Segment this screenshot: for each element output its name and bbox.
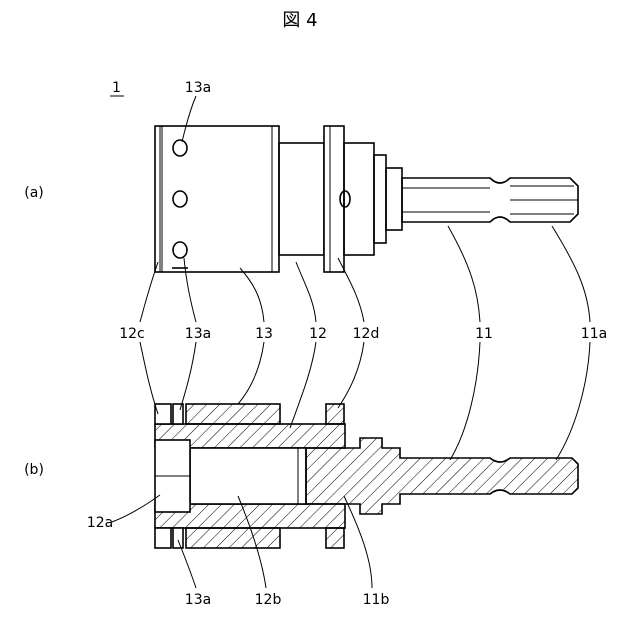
leader-12d-b xyxy=(338,342,364,408)
pin-top xyxy=(173,404,183,424)
leader-11a xyxy=(552,226,590,322)
leader-13a-mid-b xyxy=(180,342,196,410)
view-a-label: (a) xyxy=(24,185,44,201)
flange-12d xyxy=(324,126,344,272)
hole-13a-lower xyxy=(173,242,187,258)
sleeve-13-section-bottom xyxy=(186,528,280,548)
pin-bottom xyxy=(173,528,183,548)
leader-11 xyxy=(448,226,480,322)
label-12: 12 xyxy=(309,326,327,342)
label-13a-mid: 13a xyxy=(185,326,211,342)
ring-12d-bottom xyxy=(326,528,344,548)
label-13a-bot: 13a xyxy=(185,592,211,608)
view-b-label: (b) xyxy=(24,462,44,478)
step-3 xyxy=(386,168,402,230)
label-12d: 12d xyxy=(353,326,380,342)
figure-title: 図 4 xyxy=(282,10,317,31)
view-b-drawing xyxy=(155,404,578,548)
sleeve-13-section-top xyxy=(186,404,280,424)
leader-11-b xyxy=(450,342,480,460)
label-12c: 12c xyxy=(119,326,145,342)
step-2 xyxy=(374,155,386,243)
leader-12-b xyxy=(290,342,316,428)
label-11b: 11b xyxy=(363,592,390,608)
leader-12 xyxy=(296,262,316,322)
leader-11a-b xyxy=(556,342,590,460)
label-11a: 11a xyxy=(581,326,607,342)
left-block-bottom xyxy=(155,528,171,548)
view-a-drawing xyxy=(155,126,578,272)
leader-12a xyxy=(112,495,160,522)
leader-13 xyxy=(240,268,264,322)
ring-12d-top xyxy=(326,404,344,424)
leader-13a-top xyxy=(182,96,196,142)
leader-12c xyxy=(140,262,158,322)
assembly-number: 1 xyxy=(112,80,121,96)
label-12a: 12a xyxy=(87,515,113,531)
step-1 xyxy=(344,143,374,255)
body-12-exterior xyxy=(279,143,324,255)
hole-13a-upper xyxy=(173,140,187,156)
label-13a-top: 13a xyxy=(185,80,211,96)
label-11: 11 xyxy=(475,326,493,342)
label-13: 13 xyxy=(255,326,273,342)
leader-13-b xyxy=(238,342,264,404)
hole-13a-center xyxy=(173,191,187,207)
label-12b: 12b xyxy=(255,592,282,608)
bore-12b xyxy=(190,448,306,504)
left-block-top xyxy=(155,404,171,424)
